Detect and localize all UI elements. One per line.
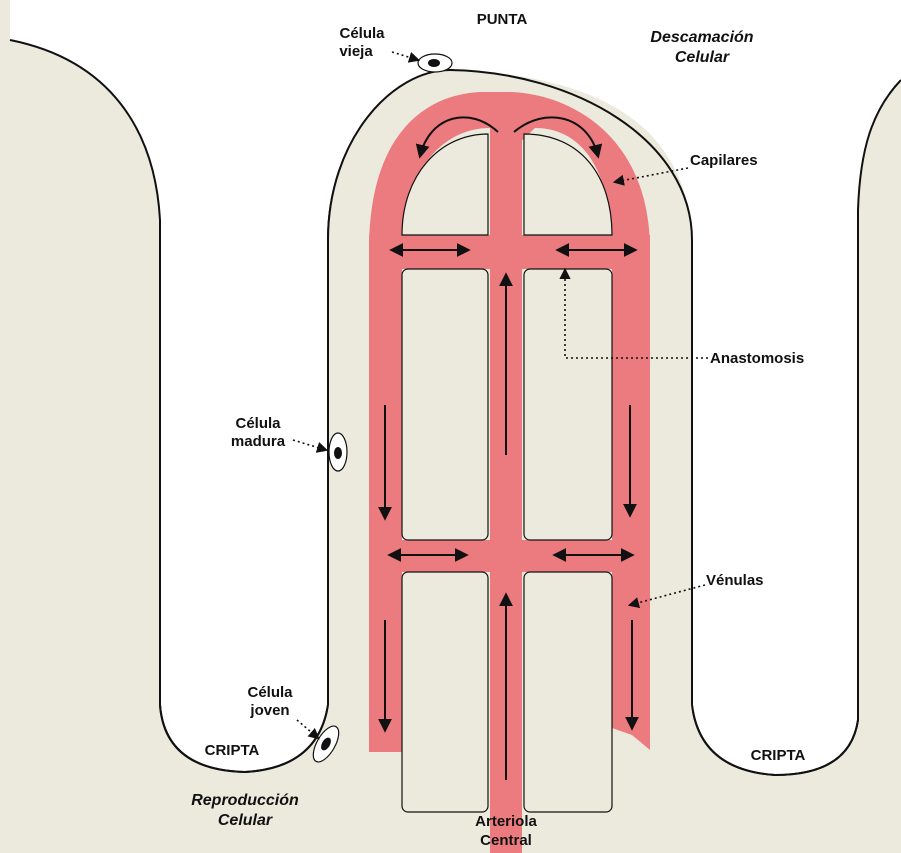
label-celula-vieja-1: Célula [339, 25, 385, 42]
label-cripta-right: CRIPTA [751, 747, 806, 764]
label-celula-joven-1: Célula [247, 684, 293, 701]
mid-right-window [524, 269, 612, 540]
label-cripta-left: CRIPTA [205, 742, 260, 759]
label-reproduccion-1: Reproducción [191, 792, 299, 809]
label-arteriola-2: Central [480, 832, 532, 849]
upper-anastomosis [369, 235, 650, 269]
label-capilares: Capilares [690, 152, 758, 169]
label-venulas: Vénulas [706, 572, 764, 589]
label-celula-madura-1: Célula [235, 415, 281, 432]
mid-left-window [402, 269, 488, 540]
label-anastomosis: Anastomosis [710, 350, 804, 367]
label-celula-joven-2: joven [249, 702, 289, 719]
label-descamacion-2: Celular [675, 49, 730, 66]
cell-old [418, 54, 452, 72]
label-punta: PUNTA [477, 11, 528, 28]
cell-mature [329, 433, 347, 471]
label-arteriola-1: Arteriola [475, 813, 537, 830]
low-right-window [524, 572, 612, 812]
label-descamacion-1: Descamación [650, 29, 753, 46]
label-celula-madura-2: madura [231, 433, 286, 450]
low-left-window [402, 572, 488, 812]
label-reproduccion-2: Celular [218, 812, 273, 829]
label-celula-vieja-2: vieja [339, 43, 373, 60]
